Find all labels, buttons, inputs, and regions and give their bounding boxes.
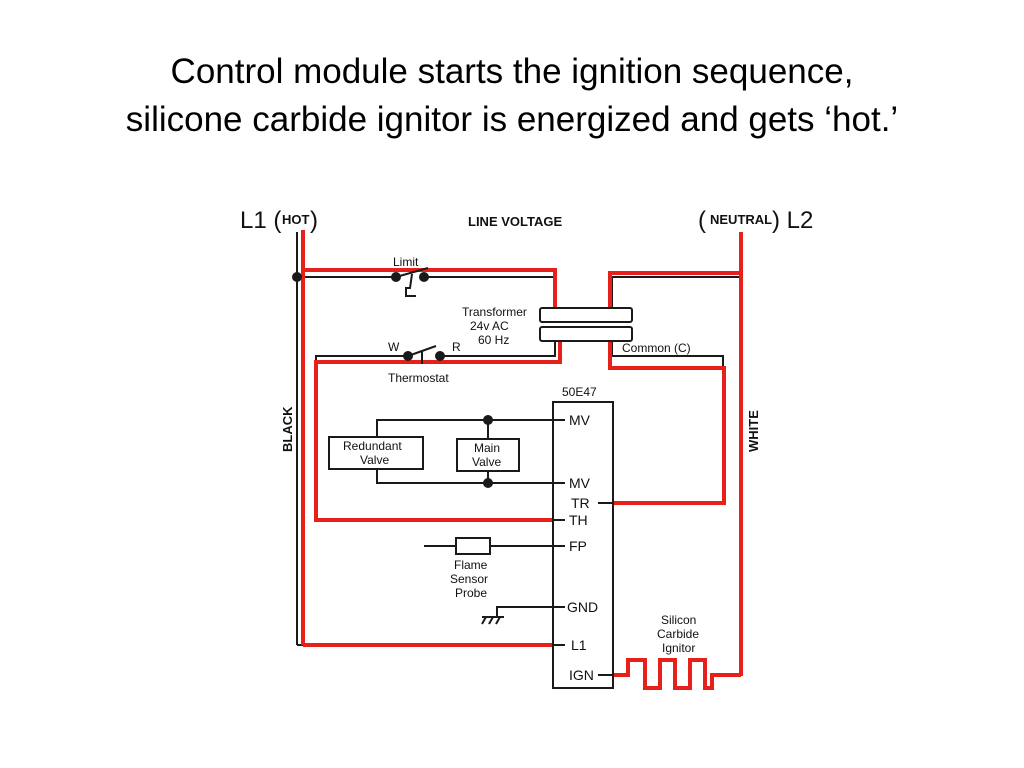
terminal-mv-bottom: MV — [569, 475, 591, 491]
l1-hot-label: HOT — [282, 212, 310, 227]
l2-suffix: ) L2 — [772, 207, 813, 234]
transformer-label-1: Transformer — [462, 305, 527, 319]
terminal-th: TH — [569, 512, 588, 528]
energized-wiring — [301, 230, 743, 690]
limit-switch — [391, 267, 429, 297]
thermostat-label: Thermostat — [388, 371, 449, 385]
white-wire-label: WHITE — [746, 410, 761, 452]
ground-icon — [481, 616, 504, 625]
terminal-mv-top: MV — [569, 412, 591, 428]
flame-sensor-label-2: Sensor — [450, 572, 488, 586]
redundant-valve-label-1: Redundant — [343, 439, 402, 453]
title-line-1: Control module starts the ignition seque… — [170, 52, 854, 91]
terminal-gnd: GND — [567, 599, 598, 615]
main-valve-label-2: Valve — [472, 455, 501, 469]
redundant-valve-label-2: Valve — [360, 453, 389, 467]
thermostat-r-label: R — [452, 340, 461, 354]
terminal-tr: TR — [571, 495, 590, 511]
slide-title: Control module starts the ignition seque… — [0, 48, 1024, 144]
l2-neutral-label: NEUTRAL — [710, 212, 772, 227]
terminal-ign: IGN — [569, 667, 594, 683]
transformer-icon — [539, 307, 633, 342]
redundant-valve-box — [328, 436, 424, 470]
flame-sensor-label-1: Flame — [454, 558, 488, 572]
thermostat-w-label: W — [388, 340, 400, 354]
black-wire-label: BLACK — [280, 406, 295, 452]
module-label: 50E47 — [562, 385, 597, 399]
limit-label: Limit — [393, 255, 419, 269]
terminal-l1: L1 — [571, 637, 587, 653]
flame-sensor-label-3: Probe — [455, 586, 487, 600]
title-line-2: silicone carbide ignitor is energized an… — [125, 100, 899, 139]
ignitor-label-3: Ignitor — [662, 641, 695, 655]
junction-dots — [292, 272, 493, 488]
line-voltage-label: LINE VOLTAGE — [468, 214, 562, 229]
ignitor-label-1: Silicon — [661, 613, 696, 627]
main-valve-box — [456, 438, 520, 472]
module-terminal-ticks — [553, 419, 613, 676]
transformer-label-3: 60 Hz — [478, 333, 509, 347]
main-valve-label-1: Main — [474, 441, 500, 455]
l2-prefix: ( — [698, 207, 706, 234]
terminal-fp: FP — [569, 538, 587, 554]
thermostat-switch — [403, 345, 445, 364]
common-label: Common (C) — [622, 341, 691, 355]
transformer-label-2: 24v AC — [470, 319, 509, 333]
flame-sensor-probe-icon — [455, 537, 491, 555]
l1-prefix: L1 ( — [240, 207, 281, 234]
ignitor-label-2: Carbide — [657, 627, 699, 641]
l1-suffix: ) — [310, 207, 318, 234]
